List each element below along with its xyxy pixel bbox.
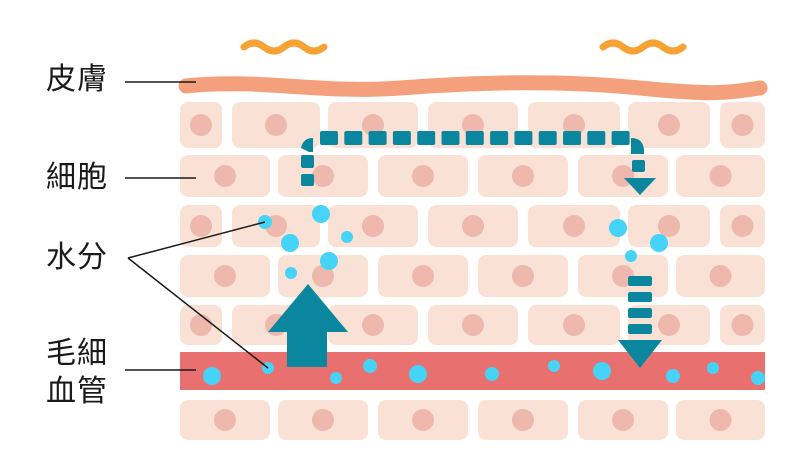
cell-nucleus bbox=[731, 215, 754, 237]
blood-vessel bbox=[180, 352, 765, 390]
label-skin: 皮膚 bbox=[46, 62, 108, 97]
label-capillary-2: 血管 bbox=[46, 374, 108, 409]
dash-segment bbox=[368, 131, 387, 145]
water-droplet bbox=[593, 362, 611, 380]
dash-segment bbox=[417, 131, 436, 145]
dash-segment bbox=[563, 131, 581, 145]
cell-nucleus bbox=[731, 114, 754, 136]
water-droplet bbox=[203, 367, 221, 385]
cell-nucleus bbox=[362, 215, 384, 237]
cell-nucleus bbox=[190, 114, 212, 136]
cell-nucleus bbox=[658, 215, 680, 237]
cell-nucleus bbox=[190, 215, 212, 237]
cell-nucleus bbox=[709, 165, 732, 187]
water-droplet bbox=[363, 359, 377, 373]
water-droplet bbox=[666, 369, 680, 383]
evaporation-path-arrow bbox=[301, 131, 656, 195]
dash-segment bbox=[392, 131, 411, 145]
cell-nucleus bbox=[658, 114, 680, 136]
cell-nucleus bbox=[563, 314, 585, 336]
dash-segment bbox=[344, 131, 363, 145]
water-droplet bbox=[320, 252, 338, 270]
cell-nucleus bbox=[190, 314, 212, 336]
cell-nucleus bbox=[412, 265, 434, 287]
cell-nucleus bbox=[462, 215, 484, 237]
cell-nucleus bbox=[709, 265, 732, 287]
cell-nucleus bbox=[312, 409, 334, 431]
dash-segment bbox=[490, 131, 509, 145]
upward-arrow bbox=[268, 284, 348, 367]
cell-nucleus bbox=[462, 114, 484, 136]
downward-dashed-arrow bbox=[618, 276, 662, 368]
label-water: 水分 bbox=[46, 240, 108, 275]
cell-nucleus bbox=[512, 165, 534, 187]
water-droplets bbox=[203, 205, 765, 385]
water-droplet bbox=[548, 360, 560, 372]
heat-squiggle-right bbox=[599, 39, 687, 55]
water-droplet bbox=[751, 371, 765, 385]
cell-nucleus bbox=[512, 409, 534, 431]
cell-nucleus bbox=[214, 165, 236, 187]
dash-segment bbox=[611, 131, 630, 145]
cell-nucleus bbox=[265, 114, 287, 136]
cell-nucleus bbox=[512, 265, 534, 287]
leader-lines bbox=[125, 81, 269, 371]
cell-nucleus bbox=[709, 409, 732, 431]
water-droplet bbox=[650, 234, 668, 252]
dash-segment bbox=[514, 131, 533, 145]
water-droplet bbox=[707, 362, 719, 374]
cell-nucleus bbox=[563, 215, 585, 237]
skin-surface bbox=[178, 75, 768, 101]
cell-nucleus bbox=[731, 314, 754, 336]
cell-nucleus bbox=[658, 314, 680, 336]
water-droplet bbox=[312, 205, 330, 223]
water-droplet bbox=[625, 250, 637, 262]
label-cell: 細胞 bbox=[46, 160, 108, 195]
water-droplet bbox=[409, 365, 427, 383]
cell-nucleus bbox=[214, 409, 236, 431]
cell-nucleus bbox=[214, 265, 236, 287]
water-droplet bbox=[285, 267, 297, 279]
heat-squiggle-left bbox=[240, 39, 328, 55]
water-droplet bbox=[341, 231, 353, 243]
cell-nucleus bbox=[412, 165, 434, 187]
dash-segment bbox=[441, 131, 460, 145]
cell-nucleus bbox=[362, 314, 384, 336]
water-droplet bbox=[609, 219, 627, 237]
dash-segment bbox=[587, 131, 606, 145]
water-droplet bbox=[330, 372, 342, 384]
label-capillary-1: 毛細 bbox=[46, 336, 108, 371]
cell-nucleus bbox=[462, 314, 484, 336]
cell-nucleus bbox=[362, 114, 384, 136]
dash-segment bbox=[320, 131, 338, 145]
cell-nucleus bbox=[312, 265, 334, 287]
water-droplet bbox=[281, 234, 299, 252]
dash-segment bbox=[538, 131, 557, 145]
dash-segment bbox=[465, 131, 484, 145]
cell-nucleus bbox=[612, 409, 634, 431]
cell-nucleus bbox=[412, 409, 434, 431]
cell-nucleus bbox=[312, 165, 334, 187]
water-droplet bbox=[485, 367, 499, 381]
cell-nucleus bbox=[563, 114, 585, 136]
